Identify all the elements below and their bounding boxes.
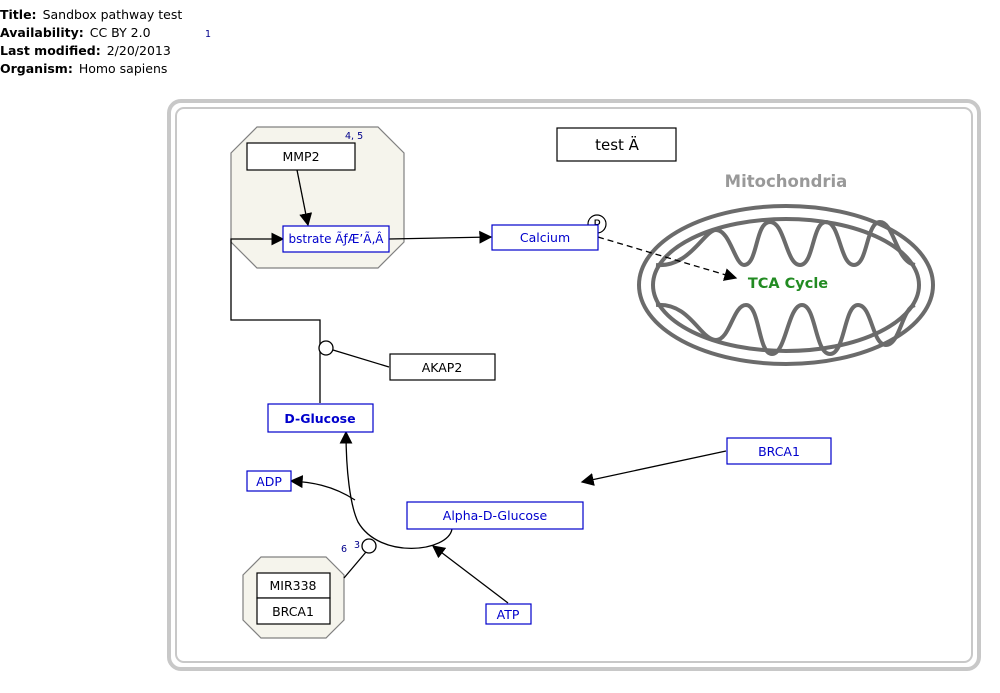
availability-label: Availability:	[0, 25, 84, 40]
title-row: Title: Sandbox pathway test	[0, 6, 182, 24]
mitochondria-label[interactable]: Mitochondria	[725, 172, 848, 191]
akap2-anchor[interactable]	[318, 340, 334, 356]
tca-cycle-label[interactable]: TCA Cycle	[748, 276, 828, 292]
node-atp[interactable]: ATP	[485, 603, 532, 625]
node-calcium[interactable]: Calcium	[491, 224, 599, 251]
cell-compartment	[167, 99, 981, 671]
node-dglucose[interactable]: D-Glucose	[267, 403, 374, 433]
group-ref-link[interactable]: 4, 5	[345, 131, 363, 142]
substrate-to-calcium-arrow[interactable]	[388, 230, 493, 244]
node-atp-label: ATP	[497, 607, 520, 622]
node-mmp2-label: MMP2	[282, 149, 319, 164]
complex-anchor[interactable]	[361, 538, 377, 554]
node-test-text: test Ä	[595, 135, 640, 154]
calcium-to-tca-arrow[interactable]	[597, 236, 738, 281]
brca1-to-point-arrow[interactable]	[580, 450, 727, 486]
complex-inhibition-line[interactable]	[343, 551, 367, 579]
atp-to-alpha-arrow[interactable]	[431, 545, 509, 604]
node-alpha-label: Alpha-D-Glucose	[443, 508, 548, 523]
node-alpha-d-glucose[interactable]: Alpha-D-Glucose	[406, 501, 584, 530]
node-brca1-label: BRCA1	[758, 444, 800, 459]
pathway-title: Sandbox pathway test	[42, 7, 183, 22]
node-mir338-label: MIR338	[269, 578, 316, 593]
node-test-label[interactable]: test Ä	[556, 127, 677, 162]
pathway-info: Title: Sandbox pathway test Availability:…	[0, 6, 182, 78]
akap2-inhibition-line[interactable]	[332, 349, 390, 368]
modified-label: Last modified:	[0, 43, 101, 58]
complex-ref-six[interactable]: 6	[341, 544, 347, 555]
node-substrate-label: bstrate ÃƒÆ’Ã‚Â	[289, 231, 385, 246]
organism-label: Organism:	[0, 61, 73, 76]
node-dglucose-label: D-Glucose	[284, 411, 355, 426]
alpha-to-dglucose-arrow[interactable]	[339, 430, 453, 550]
node-akap2-label: AKAP2	[422, 360, 463, 375]
availability-row: Availability: CC BY 2.0	[0, 24, 182, 42]
to-adp-arrow[interactable]	[289, 475, 356, 501]
mmp2-to-substrate-arrow[interactable]	[296, 169, 313, 227]
node-brca1[interactable]: BRCA1	[726, 437, 832, 465]
title-label: Title:	[0, 7, 37, 22]
organism-row: Organism: Homo sapiens	[0, 60, 182, 78]
node-mir338[interactable]: MIR338	[256, 572, 331, 599]
availability-value: CC BY 2.0	[89, 25, 151, 40]
node-substrate[interactable]: bstrate ÃƒÆ’Ã‚Â	[282, 225, 390, 253]
node-adp-label: ADP	[256, 474, 282, 489]
complex-ref-three[interactable]: 3	[354, 540, 360, 551]
node-akap2[interactable]: AKAP2	[389, 353, 496, 381]
node-mmp2[interactable]: MMP2	[246, 142, 356, 171]
organism-value: Homo sapiens	[78, 61, 168, 76]
modified-value: 2/20/2013	[106, 43, 171, 58]
node-brca1-complex-label: BRCA1	[272, 604, 314, 619]
node-calcium-label: Calcium	[520, 230, 570, 245]
mitochondria-shape[interactable]	[637, 204, 935, 366]
node-brca1-complex[interactable]: BRCA1	[256, 597, 331, 625]
node-adp[interactable]: ADP	[246, 470, 292, 492]
modified-row: Last modified: 2/20/2013	[0, 42, 182, 60]
availability-ref-link[interactable]: 1	[205, 29, 212, 40]
